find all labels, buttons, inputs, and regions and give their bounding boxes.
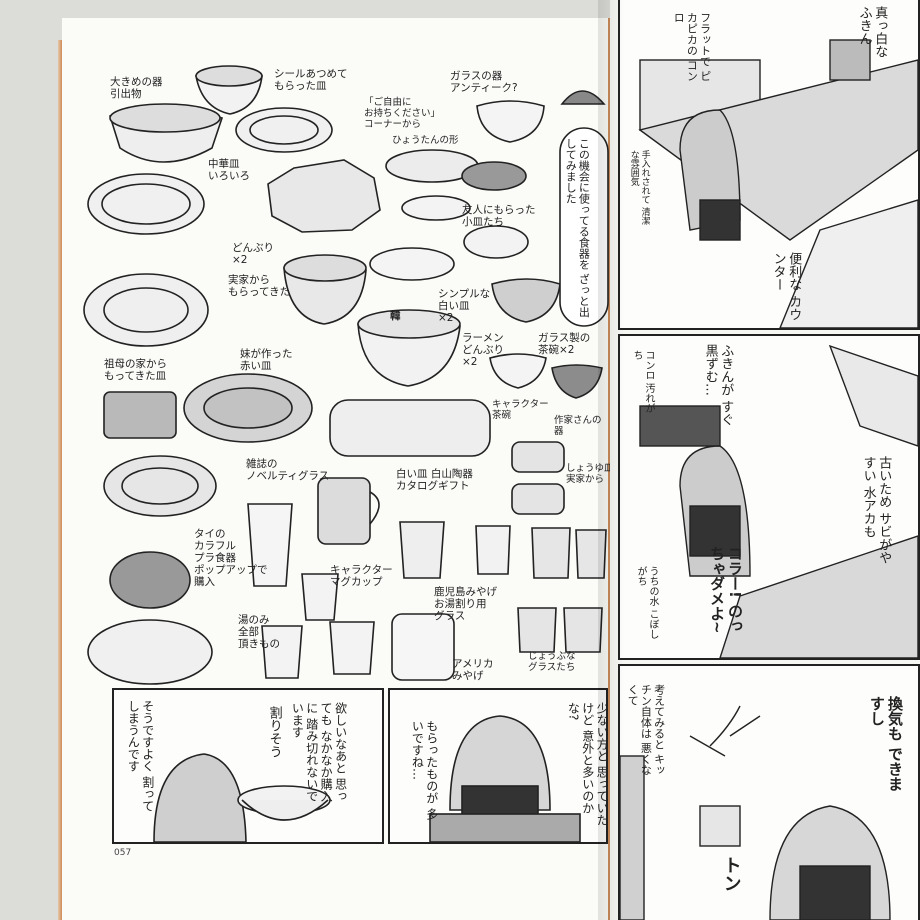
- caption-thai-plastic: タイの カラフル プラ食器 ポップアップで 購入: [194, 528, 268, 589]
- caption-character-teabowl: キャラクター 茶碗: [492, 399, 549, 421]
- caption-soy-plate: しょうゆ皿 実家から: [566, 463, 614, 485]
- caption-free-corner: 「ご自由に お持ちください」 コーナーから: [364, 97, 441, 130]
- caption-kagoshima: 鹿児島みやげ お湯割り用 グラス: [434, 586, 497, 623]
- ramen-bowl-mark: 韓: [390, 310, 401, 322]
- panel-left-narration-2: そうですよく 割ってしまうんです: [126, 700, 155, 812]
- dish-illustrations: [83, 65, 609, 685]
- bubble-white-towel: 真っ白な ふきん: [856, 6, 888, 58]
- caption-from-parents: 実家から もらってきた: [228, 274, 291, 299]
- caption-big-bowl: 大きめの器 引出物: [110, 76, 163, 101]
- bubble-towel-dark: ふきんが すぐ 黒ずむ…: [702, 344, 734, 427]
- bubble-kitchen-ok: 考えてみると キッチン自体は 悪くなくて: [626, 684, 666, 776]
- panel-left-bubble: 割りそう: [266, 706, 282, 758]
- caption-artist-bowl: 作家さんの 器: [554, 415, 602, 437]
- bubble-ventilation: 換気も できますし: [868, 696, 904, 792]
- right-page: フラットで ピカピカの コンロ 真っ白な ふきん 手入れされて 清潔な雰囲気 便…: [610, 0, 920, 920]
- caption-ramen-bowl: ラーメン どんぶり ×2: [462, 332, 504, 369]
- bubble-rust: 古いため サビがやすい 水アカも: [860, 456, 892, 565]
- caption-america: アメリカ みやげ: [452, 658, 494, 683]
- left-page: 大きめの器 引出物 シールあつめて もらった皿 ガラスの器 アンティーク? 「ご…: [62, 18, 614, 920]
- caption-simple-plate: シンプルな 白い皿 ×2: [438, 288, 491, 325]
- caption-donburi: どんぶり ×2: [232, 242, 274, 267]
- bubble-kora: コラー! のっちゃダメよ~: [708, 546, 744, 634]
- bubble-water: うちの水 こぼしがち: [635, 566, 658, 640]
- book-gutter: [598, 0, 624, 920]
- comic-panel-middle: コンロ 汚れがち ふきんが すぐ 黒ずむ… 古いため サビがやすい 水アカも コ…: [618, 334, 920, 660]
- caption-sister-plate: 妹が作った 赤い皿: [240, 348, 293, 373]
- page-number: 057: [114, 848, 132, 858]
- bubble-flat-stove: フラットで ピカピカの コンロ: [672, 12, 712, 82]
- caption-chinese-plates: 中華皿 いろいろ: [208, 158, 250, 183]
- caption-glass-bowl: ガラスの器 アンティーク?: [450, 70, 518, 95]
- caption-seal-plate: シールあつめて もらった皿: [274, 68, 348, 93]
- comic-panel-bottom: 考えてみると キッチン自体は 悪くなくて 換気も できますし トン: [618, 664, 920, 920]
- caption-gourd-shape: ひょうたんの形: [392, 135, 459, 146]
- caption-glass-teabowl: ガラス製の 茶碗×2: [538, 332, 591, 357]
- caption-character-mug: キャラクター マグカップ: [330, 564, 393, 589]
- bubble-clean: 手入れされて 清潔な雰囲気: [628, 150, 650, 225]
- caption-yunomi: 湯のみ 全部 頂きもの: [238, 614, 280, 651]
- bubble-counter: 便利な カウンター: [770, 252, 802, 322]
- comic-panel-right: 少ない方と 思っていたけど 意外と多いのかな? もらったものが 多いですね…: [388, 688, 609, 844]
- panel-left-narration: 欲しいなあと 思っても なかなか購入に 踏み切れないで います: [290, 702, 348, 802]
- intro-vertical-text: この機会に使ってる食器を ざっと出してみました: [564, 138, 591, 318]
- sfx-ton: トン: [720, 856, 742, 892]
- caption-magazine-glass: 雑誌の ノベルティグラス: [246, 458, 330, 483]
- caption-grandma-plate: 祖母の家から もってきた皿: [104, 358, 167, 383]
- caption-sturdy-glass: じょうぶな グラスたち: [528, 651, 576, 673]
- panel-right-narration: 少ない方と 思っていたけど 意外と多いのかな?: [566, 702, 609, 826]
- bubble-stove-dirty: コンロ 汚れがち: [631, 350, 654, 414]
- caption-hakusan: 白い皿 白山陶器 カタログギフト: [396, 468, 473, 493]
- comic-panel-left: 欲しいなあと 思っても なかなか購入に 踏み切れないで います 割りそう そうで…: [112, 688, 384, 844]
- panel-right-bubble: もらったものが 多いですね…: [410, 720, 439, 820]
- comic-panel-top: フラットで ピカピカの コンロ 真っ白な ふきん 手入れされて 清潔な雰囲気 便…: [618, 0, 920, 330]
- caption-friend-plates: 友人にもらった 小皿たち: [462, 204, 536, 229]
